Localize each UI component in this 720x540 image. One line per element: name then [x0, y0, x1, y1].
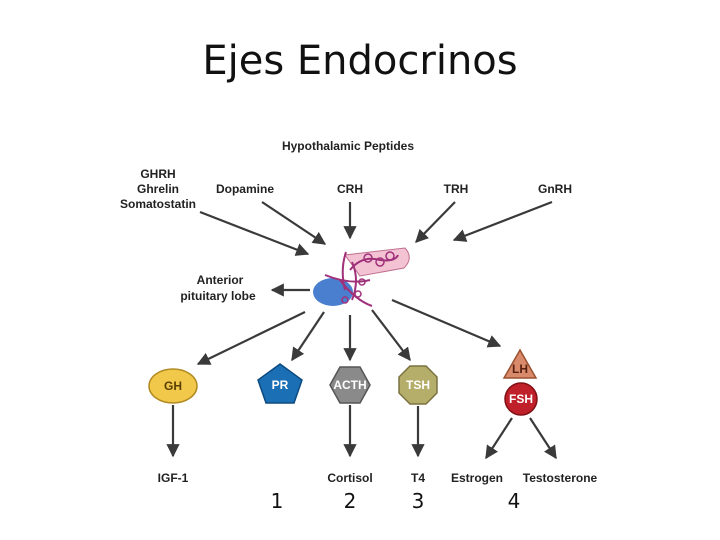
- pr-shape: [257, 363, 303, 404]
- gh-shape: [148, 368, 198, 404]
- label-gnrh: GnRH: [538, 182, 572, 196]
- label-dopamine: Dopamine: [216, 182, 274, 196]
- tsh-shape: [398, 365, 438, 405]
- pituitary-gland-icon: [313, 247, 410, 307]
- diagram-header: Hypothalamic Peptides: [282, 139, 414, 153]
- number-3: 3: [412, 489, 425, 513]
- label-somatostatin: Somatostatin: [120, 197, 196, 211]
- arrow-trh: [415, 201, 456, 243]
- label-pituitary-lobe: pituitary lobe: [180, 289, 256, 303]
- fsh-shape: [504, 382, 538, 416]
- target-estrogen: Estrogen: [451, 471, 503, 485]
- target-igf1: IGF-1: [158, 471, 189, 485]
- number-1: 1: [271, 489, 284, 513]
- arrow-dopamine: [261, 201, 327, 245]
- arrow-to-pr: [291, 311, 325, 362]
- hormone-lh: LH: [512, 362, 528, 376]
- arrow-gnrh: [452, 200, 553, 242]
- label-anterior: Anterior: [197, 273, 244, 287]
- label-crh: CRH: [337, 182, 363, 196]
- arrow-ghrh: [199, 210, 310, 256]
- arrow-to-lh-fsh: [391, 298, 502, 348]
- target-t4: T4: [411, 471, 425, 485]
- arrow-to-testosterone: [529, 417, 557, 460]
- target-testosterone: Testosterone: [523, 471, 598, 485]
- hormone-fsh: FSH: [509, 392, 533, 406]
- hormone-acth: ACTH: [333, 378, 366, 392]
- hormone-gh: GH: [164, 379, 182, 393]
- hormone-pr: PR: [272, 378, 289, 392]
- arrow-to-gh: [196, 311, 306, 365]
- number-4: 4: [508, 489, 521, 513]
- target-cortisol: Cortisol: [327, 471, 372, 485]
- acth-shape: [329, 366, 371, 404]
- slide-title: Ejes Endocrinos: [202, 38, 518, 84]
- label-trh: TRH: [444, 182, 469, 196]
- arrow-to-tsh: [371, 309, 411, 362]
- hormone-tsh: TSH: [406, 378, 430, 392]
- lh-shape: [502, 348, 538, 379]
- number-2: 2: [344, 489, 357, 513]
- label-ghrh: GHRH: [140, 167, 175, 181]
- arrow-to-estrogen: [485, 417, 513, 460]
- label-ghrelin: Ghrelin: [137, 182, 179, 196]
